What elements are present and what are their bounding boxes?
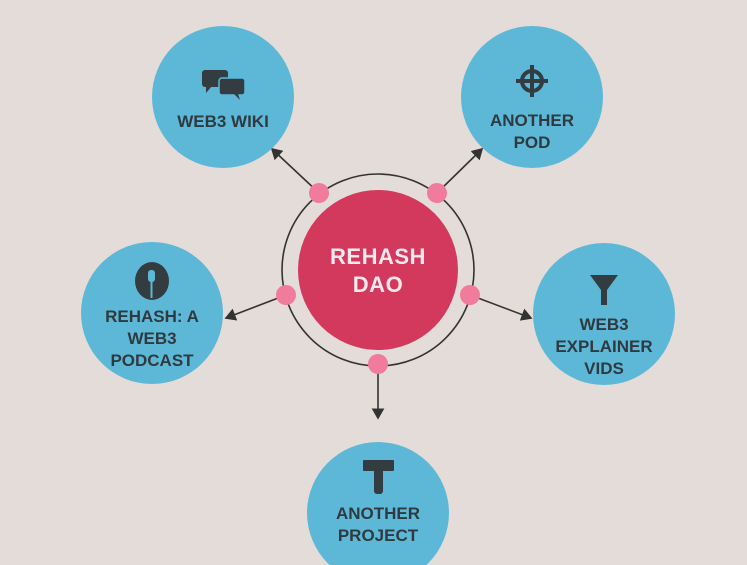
node-label: REHASH: A (105, 307, 199, 326)
node-label: VIDS (584, 359, 624, 378)
hub-label-line1: REHASH (330, 244, 426, 269)
node-label: ANOTHER (336, 504, 420, 523)
hub-circle[interactable] (298, 190, 458, 350)
hub-label-line2: DAO (353, 272, 403, 297)
node-web3-wiki[interactable]: WEB3 WIKI (152, 26, 294, 168)
connector-dot (368, 354, 388, 374)
chat-bubbles-icon (202, 70, 246, 100)
crosshair-icon (516, 65, 548, 97)
node-label: PROJECT (338, 526, 419, 545)
node-web3-explainer-vids[interactable]: WEB3 EXPLAINER VIDS (533, 243, 675, 385)
node-label: PODCAST (110, 351, 194, 370)
node-label: WEB3 WIKI (177, 112, 269, 131)
connector-dot (276, 285, 296, 305)
node-label: WEB3 (579, 315, 628, 334)
node-label: ANOTHER (490, 111, 574, 130)
link-to-web3-wiki (270, 147, 320, 194)
link-to-another-pod (436, 147, 484, 194)
link-to-rehash-podcast (224, 294, 287, 321)
microphone-icon (135, 262, 169, 300)
connector-dot (427, 183, 447, 203)
node-label: WEB3 (127, 329, 176, 348)
link-to-web3-explainer-vids (469, 294, 533, 321)
connector-dot (309, 183, 329, 203)
connector-dot (460, 285, 480, 305)
node-rehash-podcast[interactable]: REHASH: A WEB3 PODCAST (81, 242, 223, 384)
pickaxe-icon (363, 460, 394, 494)
node-label: EXPLAINER (555, 337, 652, 356)
node-another-project[interactable]: ANOTHER PROJECT (307, 442, 449, 565)
funnel-icon (590, 275, 618, 305)
node-label: POD (514, 133, 551, 152)
node-another-pod[interactable]: ANOTHER POD (461, 26, 603, 168)
